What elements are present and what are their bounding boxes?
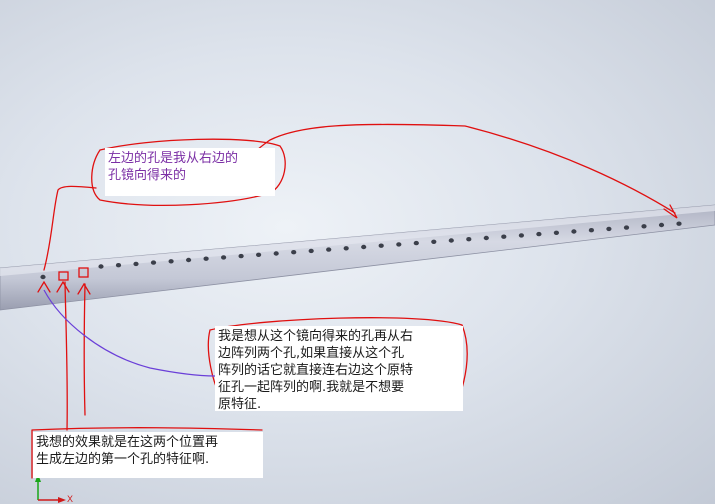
pattern-hole[interactable] xyxy=(273,251,279,256)
pattern-hole[interactable] xyxy=(606,226,612,232)
pattern-hole[interactable] xyxy=(501,234,507,239)
pattern-hole[interactable] xyxy=(221,255,227,260)
red-target-box-2 xyxy=(78,267,89,278)
triad-x-label: X xyxy=(67,494,73,504)
pattern-hole[interactable] xyxy=(291,250,297,255)
red-bracket-bottom-note xyxy=(31,427,263,479)
red-line-target-1 xyxy=(64,281,68,431)
red-arc-to-right-hole xyxy=(204,123,676,214)
original-hole[interactable] xyxy=(676,221,682,226)
pattern-hole[interactable] xyxy=(536,231,542,237)
pattern-hole[interactable] xyxy=(658,222,665,228)
coordinate-triad: X xyxy=(35,474,73,504)
pattern-hole[interactable] xyxy=(641,224,647,229)
mirrored-hole[interactable] xyxy=(40,274,46,280)
pattern-hole[interactable] xyxy=(431,239,437,244)
pattern-hole[interactable] xyxy=(115,263,122,268)
red-line-to-left-hole xyxy=(43,185,97,271)
red-arrow-right-hole xyxy=(663,204,678,219)
pattern-hole[interactable] xyxy=(571,229,577,234)
red-target-box-1 xyxy=(58,271,69,281)
pipe-top-face xyxy=(0,205,715,276)
pattern-hole[interactable] xyxy=(378,243,384,248)
pattern-hole[interactable] xyxy=(623,225,630,230)
pattern-hole[interactable] xyxy=(256,252,262,257)
annotation-middle-note: 我是想从这个镜向得来的孔再从右 边阵列两个孔,如果直接从这个孔 阵列的话它就直接… xyxy=(215,326,463,412)
pattern-hole[interactable] xyxy=(361,244,367,250)
pattern-hole[interactable] xyxy=(326,247,332,252)
pattern-hole[interactable] xyxy=(308,248,314,254)
purple-ink-line xyxy=(43,289,216,377)
pattern-hole[interactable] xyxy=(133,261,139,267)
pattern-hole[interactable] xyxy=(168,259,174,264)
annotation-bottom-note: 我想的效果就是在这两个位置再 生成左边的第一个孔的特征啊. xyxy=(33,432,263,478)
pattern-hole[interactable] xyxy=(238,253,244,259)
red-arrow-target-1 xyxy=(56,280,70,293)
red-arrow-left-hole xyxy=(37,280,51,293)
pattern-hole[interactable] xyxy=(98,264,104,269)
annotation-top-note: 左边的孔是我从右边的 孔镜向得来的 xyxy=(105,148,275,196)
pattern-hole[interactable] xyxy=(483,235,489,241)
pattern-hole[interactable] xyxy=(343,246,349,251)
pattern-hole[interactable] xyxy=(588,228,595,233)
pattern-hole[interactable] xyxy=(150,260,157,265)
pattern-hole[interactable] xyxy=(448,238,454,243)
pattern-hole[interactable] xyxy=(518,233,525,238)
pattern-hole[interactable] xyxy=(396,242,402,247)
red-line-target-2 xyxy=(83,283,86,416)
pattern-hole[interactable] xyxy=(553,230,560,235)
pattern-hole[interactable] xyxy=(413,240,419,246)
red-arrow-target-2 xyxy=(77,282,91,295)
pattern-hole[interactable] xyxy=(466,237,472,242)
hole-pattern xyxy=(40,221,682,280)
pattern-hole[interactable] xyxy=(186,257,192,263)
pattern-hole[interactable] xyxy=(203,256,209,261)
